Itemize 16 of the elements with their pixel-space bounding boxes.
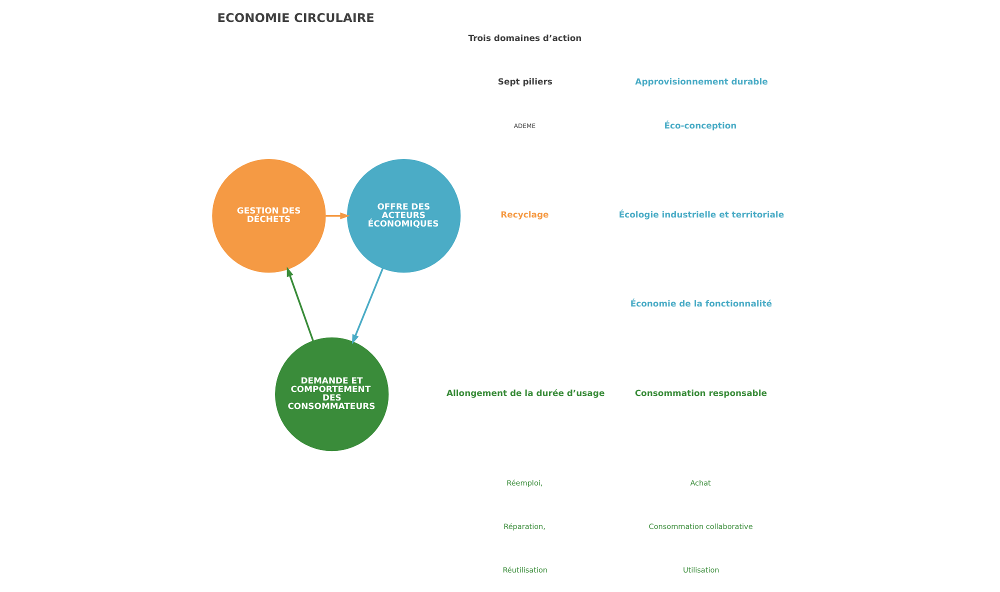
node-circle: DEMANDE ET COMPORTEMENT DES CONSOMMATEURS	[275, 337, 389, 452]
arrow	[352, 268, 384, 344]
arrow	[326, 212, 350, 220]
label: Recyclage	[500, 209, 549, 220]
label: Écologie industrielle et territoriale	[618, 209, 784, 220]
label: Consommation responsable	[634, 388, 767, 398]
node-circle: GESTION DES DÉCHETS	[212, 159, 326, 273]
label: Allongement de la durée d’usage	[446, 388, 605, 398]
arrow	[286, 266, 314, 342]
label: Approvisionnement durable	[635, 76, 768, 87]
node-circle: OFFRE DES ACTEURS ÉCONOMIQUES	[346, 159, 461, 273]
label: Sept piliers	[498, 76, 552, 87]
label: Économie de la fonctionnalité	[630, 298, 772, 309]
diagram-title: ECONOMIE CIRCULAIRE	[217, 11, 374, 26]
label: Trois domaines d’action	[468, 33, 582, 44]
label: Éco-conception	[664, 120, 737, 130]
